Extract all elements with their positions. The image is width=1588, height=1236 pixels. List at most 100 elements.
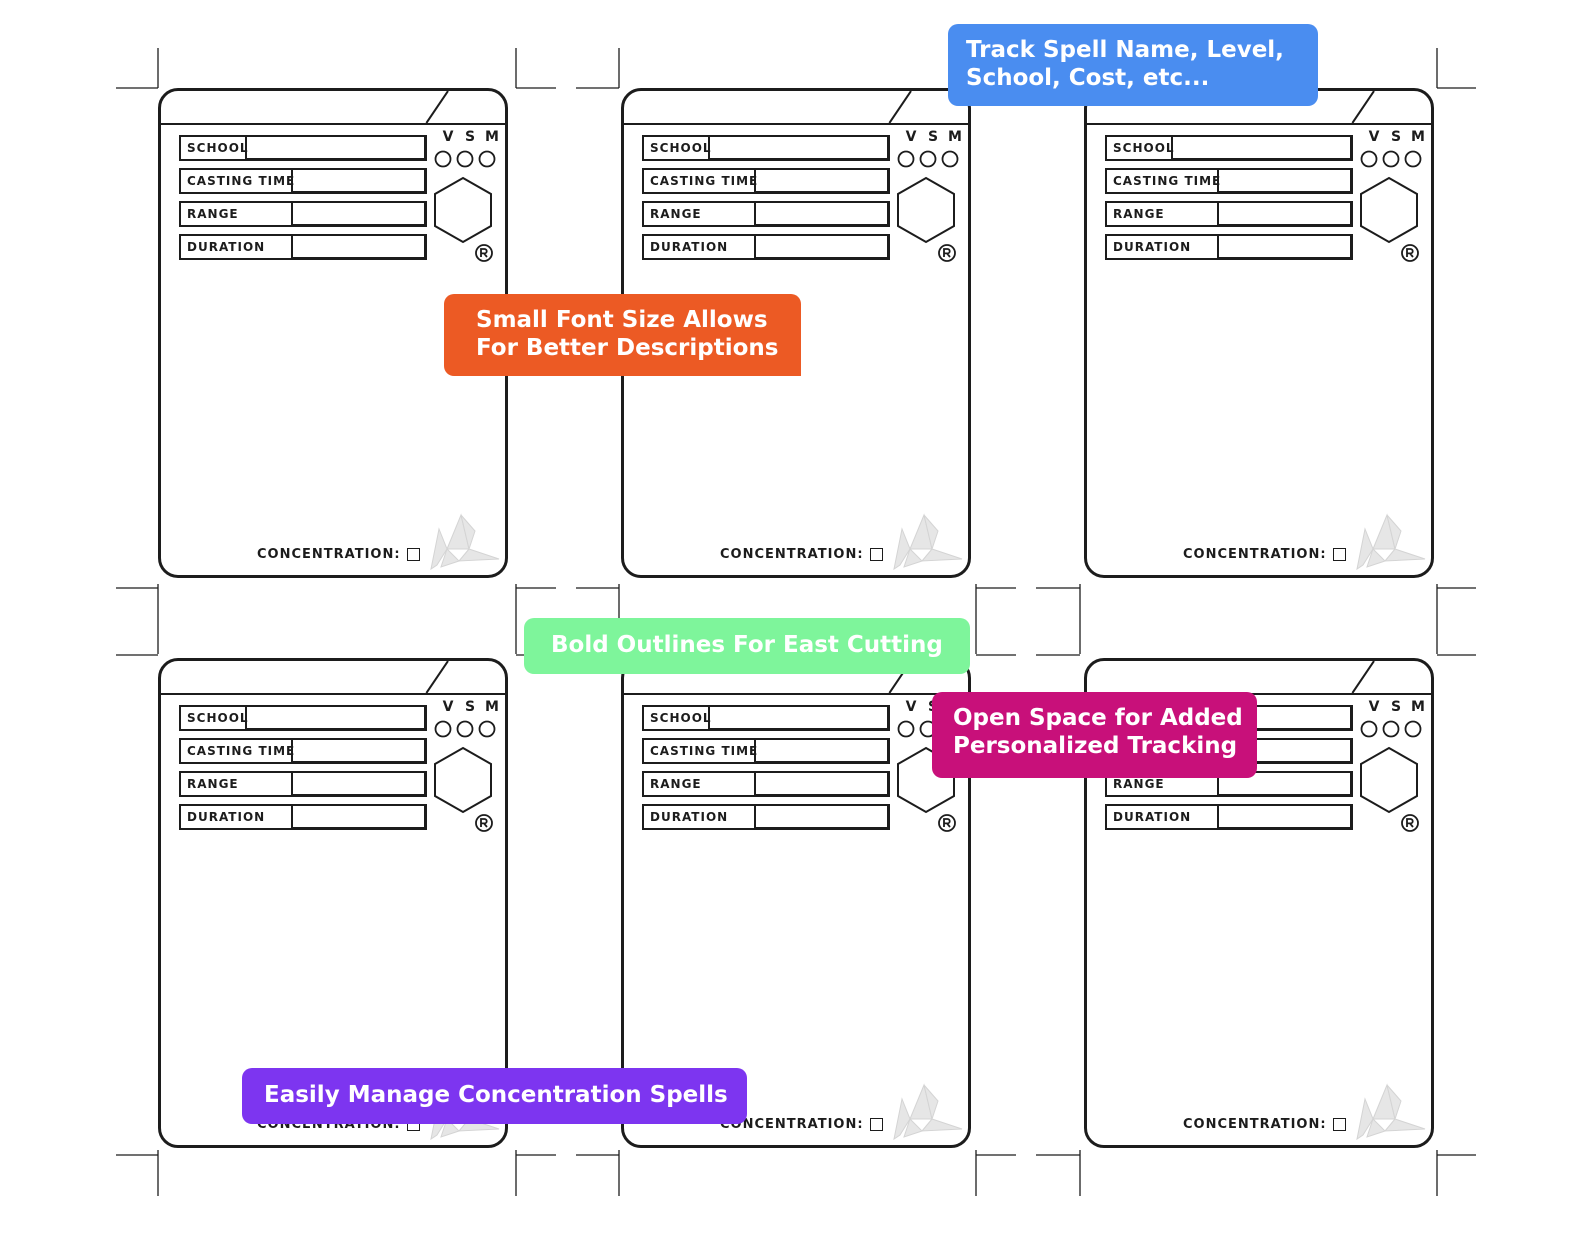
- callout-concentration-text: Easily Manage Concentration Spells: [264, 1082, 728, 1108]
- concentration-row[interactable]: CONCENTRATION:: [1183, 547, 1346, 562]
- school-field[interactable]: SCHOOL: [179, 135, 427, 161]
- duration-input-box[interactable]: [291, 804, 427, 830]
- checkbox-icon[interactable]: [1332, 548, 1346, 561]
- component-circles[interactable]: [433, 719, 499, 739]
- duration-input-box[interactable]: [754, 804, 890, 830]
- crane-logo-icon: [430, 513, 500, 571]
- duration-label: DURATION: [179, 804, 291, 830]
- school-input-box[interactable]: [245, 705, 427, 731]
- school-field[interactable]: SCHOOL: [642, 135, 890, 161]
- school-field[interactable]: SCHOOL: [179, 705, 427, 731]
- card-title-divider: [161, 123, 505, 125]
- card-corner-notch: [888, 91, 912, 124]
- callout-open-space: Open Space for Added Personalized Tracki…: [932, 692, 1257, 778]
- casting-time-input-box[interactable]: [754, 738, 890, 764]
- hexagon-icon[interactable]: [1357, 175, 1421, 245]
- casting-time-field[interactable]: CASTING TIME: [642, 738, 890, 764]
- casting-time-field[interactable]: CASTING TIME: [179, 168, 427, 194]
- duration-input-box[interactable]: [1217, 234, 1353, 260]
- card-title-divider: [624, 693, 968, 695]
- school-label: SCHOOL: [179, 705, 248, 731]
- school-label: SCHOOL: [1105, 135, 1174, 161]
- duration-label: DURATION: [642, 804, 754, 830]
- duration-input-box[interactable]: [754, 234, 890, 260]
- checkbox-icon[interactable]: [869, 1118, 883, 1131]
- components-header: V S M: [1363, 699, 1429, 715]
- registered-mark-icon: [1401, 244, 1419, 262]
- concentration-label: CONCENTRATION:: [1183, 1117, 1327, 1132]
- range-input-box[interactable]: [754, 201, 890, 227]
- school-input-box[interactable]: [1171, 135, 1353, 161]
- school-label: SCHOOL: [642, 705, 711, 731]
- registered-mark-icon: [475, 814, 493, 832]
- casting-time-input-box[interactable]: [754, 168, 890, 194]
- range-input-box[interactable]: [754, 771, 890, 797]
- school-input-box[interactable]: [245, 135, 427, 161]
- callout-font-line1: Small Font Size Allows: [476, 307, 768, 333]
- range-input-box[interactable]: [291, 771, 427, 797]
- somatic-label: S: [464, 699, 476, 715]
- concentration-row[interactable]: CONCENTRATION:: [257, 547, 420, 562]
- duration-label: DURATION: [1105, 804, 1217, 830]
- material-label: M: [485, 129, 499, 145]
- duration-field[interactable]: DURATION: [179, 234, 427, 260]
- school-label: SCHOOL: [642, 135, 711, 161]
- checkbox-icon[interactable]: [869, 548, 883, 561]
- duration-field[interactable]: DURATION: [179, 804, 427, 830]
- material-label: M: [948, 129, 962, 145]
- duration-field[interactable]: DURATION: [1105, 804, 1353, 830]
- casting-time-input-box[interactable]: [291, 168, 427, 194]
- casting-time-input-box[interactable]: [291, 738, 427, 764]
- duration-field[interactable]: DURATION: [642, 804, 890, 830]
- casting-time-field[interactable]: CASTING TIME: [179, 738, 427, 764]
- range-input-box[interactable]: [1217, 201, 1353, 227]
- casting-time-label: CASTING TIME: [1105, 168, 1220, 194]
- range-input-box[interactable]: [291, 201, 427, 227]
- component-circles[interactable]: [896, 149, 962, 169]
- duration-label: DURATION: [1105, 234, 1217, 260]
- school-field[interactable]: SCHOOL: [1105, 135, 1353, 161]
- range-field[interactable]: RANGE: [179, 201, 427, 227]
- duration-input-box[interactable]: [1217, 804, 1353, 830]
- component-circles[interactable]: [1359, 149, 1425, 169]
- hexagon-icon[interactable]: [431, 745, 495, 815]
- card-title-divider: [624, 123, 968, 125]
- range-field[interactable]: RANGE: [642, 771, 890, 797]
- hexagon-icon[interactable]: [431, 175, 495, 245]
- casting-time-field[interactable]: CASTING TIME: [1105, 168, 1353, 194]
- material-label: M: [1411, 129, 1425, 145]
- hexagon-icon[interactable]: [1357, 745, 1421, 815]
- concentration-row[interactable]: CONCENTRATION:: [1183, 1117, 1346, 1132]
- duration-input-box[interactable]: [291, 234, 427, 260]
- range-field[interactable]: RANGE: [642, 201, 890, 227]
- casting-time-field[interactable]: CASTING TIME: [642, 168, 890, 194]
- registered-mark-icon: [475, 244, 493, 262]
- hexagon-icon[interactable]: [894, 175, 958, 245]
- school-input-box[interactable]: [708, 705, 890, 731]
- school-input-box[interactable]: [708, 135, 890, 161]
- component-circles[interactable]: [433, 149, 499, 169]
- registered-mark-icon: [1401, 814, 1419, 832]
- range-field[interactable]: RANGE: [1105, 201, 1353, 227]
- checkbox-icon[interactable]: [406, 548, 420, 561]
- concentration-row[interactable]: CONCENTRATION:: [720, 1117, 883, 1132]
- card-title-divider: [1087, 693, 1431, 695]
- school-field[interactable]: SCHOOL: [642, 705, 890, 731]
- card-title-divider: [1087, 123, 1431, 125]
- casting-time-input-box[interactable]: [1217, 168, 1353, 194]
- card-corner-notch: [425, 661, 449, 694]
- concentration-label: CONCENTRATION:: [257, 547, 401, 562]
- checkbox-icon[interactable]: [1332, 1118, 1346, 1131]
- components-header: V S M: [437, 699, 503, 715]
- concentration-row[interactable]: CONCENTRATION:: [720, 547, 883, 562]
- range-field[interactable]: RANGE: [179, 771, 427, 797]
- components-header: V S M: [437, 129, 503, 145]
- school-label: SCHOOL: [179, 135, 248, 161]
- casting-time-label: CASTING TIME: [179, 168, 294, 194]
- component-circles[interactable]: [1359, 719, 1425, 739]
- duration-field[interactable]: DURATION: [642, 234, 890, 260]
- range-input-box[interactable]: [1217, 771, 1353, 797]
- card-corner-notch: [425, 91, 449, 124]
- duration-field[interactable]: DURATION: [1105, 234, 1353, 260]
- verbal-label: V: [442, 129, 454, 145]
